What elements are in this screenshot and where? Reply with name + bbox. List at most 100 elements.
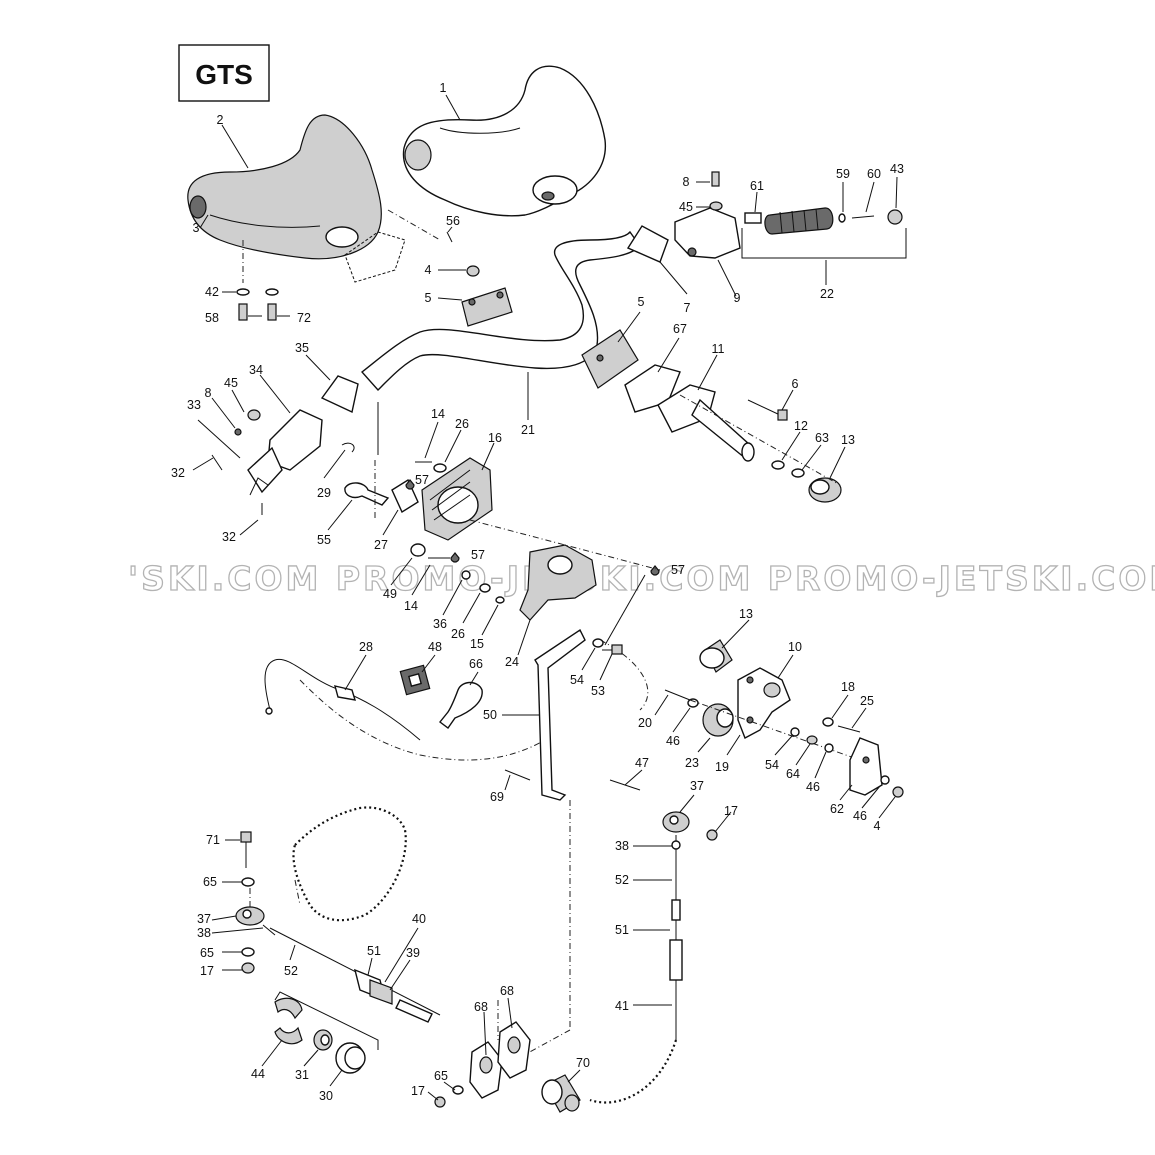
part-26-washer-upper (433, 463, 447, 473)
callout-57: 57 (671, 563, 685, 577)
part-34-throttle-lever-housing (247, 409, 323, 496)
callout-4: 4 (874, 819, 881, 833)
callout-37: 37 (197, 912, 211, 926)
callout-13: 13 (739, 607, 753, 621)
part-41-cable (669, 835, 683, 1040)
part-2-foam-pad (187, 114, 382, 260)
callout-64: 64 (786, 767, 800, 781)
callout-71: 71 (206, 833, 220, 847)
part-61-sleeve (744, 212, 762, 224)
part-25-bolt (837, 725, 861, 733)
callout-63: 63 (815, 431, 829, 445)
part-43-end-cap (887, 209, 903, 225)
callout-17: 17 (200, 964, 214, 978)
callout-27: 27 (374, 538, 388, 552)
callout-45: 45 (679, 200, 693, 214)
callout-72: 72 (297, 311, 311, 325)
part-28-cable (264, 658, 421, 741)
part-42-washers (236, 288, 279, 296)
callout-42: 42 (205, 285, 219, 299)
part-17-nut-left (241, 962, 255, 974)
watermark: 'SKI.COM PROMO-JETSKI.COM PROMO-JETSKI.C… (128, 559, 1155, 598)
part-11-riser (657, 384, 755, 462)
callout-59: 59 (836, 167, 850, 181)
part-57-grease (405, 479, 415, 490)
callout-65: 65 (203, 875, 217, 889)
model-label-box: GTS (178, 44, 270, 102)
callout-30: 30 (319, 1089, 333, 1103)
callout-53: 53 (591, 684, 605, 698)
part-69-bolt (504, 769, 531, 781)
callout-36: 36 (433, 617, 447, 631)
callout-67: 67 (673, 322, 687, 336)
callout-1: 1 (440, 81, 447, 95)
part-35-cover (320, 375, 359, 414)
part-5-clamp-left (461, 287, 513, 327)
callout-66: 66 (469, 657, 483, 671)
part-23-bushing (702, 703, 734, 737)
part-37-ball-joint-left (235, 906, 265, 926)
callout-8: 8 (205, 386, 212, 400)
part-62-plate (849, 737, 883, 796)
part-37-ball-joint-right (662, 811, 690, 833)
callout-57: 57 (471, 548, 485, 562)
callout-47: 47 (635, 756, 649, 770)
part-29-clip (341, 442, 355, 453)
part-16-steering-support (421, 457, 493, 541)
part-8-screw (711, 171, 720, 187)
part-50-bracket (534, 628, 586, 801)
callout-14: 14 (431, 407, 445, 421)
callout-5: 5 (638, 295, 645, 309)
callout-12: 12 (794, 419, 808, 433)
part-13-bushing-upper (808, 477, 842, 503)
callout-51: 51 (367, 944, 381, 958)
part-53-bolt (602, 644, 623, 655)
part-31-ring (313, 1029, 333, 1051)
callout-58: 58 (205, 311, 219, 325)
callout-16: 16 (488, 431, 502, 445)
callout-31: 31 (295, 1068, 309, 1082)
callout-26: 26 (451, 627, 465, 641)
callout-37: 37 (690, 779, 704, 793)
callout-32: 32 (171, 466, 185, 480)
callout-10: 10 (788, 640, 802, 654)
callout-9: 9 (734, 291, 741, 305)
callout-28: 28 (359, 640, 373, 654)
part-17-nut-right (706, 829, 718, 841)
callout-45: 45 (224, 376, 238, 390)
part-54-washer (592, 638, 604, 648)
part-48-retainer (399, 664, 431, 696)
part-15-washer (495, 596, 505, 604)
part-45-nut (709, 201, 723, 211)
callout-34: 34 (249, 363, 263, 377)
part-45-nut-left (247, 409, 261, 421)
callout-13: 13 (841, 433, 855, 447)
callout-38: 38 (615, 839, 629, 853)
callout-23: 23 (685, 756, 699, 770)
part-30-bushing (335, 1042, 366, 1074)
callout-60: 60 (867, 167, 881, 181)
part-44-retainer (274, 997, 303, 1045)
callout-56: 56 (446, 214, 460, 228)
callout-52: 52 (284, 964, 298, 978)
part-7-cover (626, 225, 669, 263)
callout-38: 38 (197, 926, 211, 940)
callout-32: 32 (222, 530, 236, 544)
part-68-clamp-left (469, 1041, 503, 1099)
callout-11: 11 (712, 342, 725, 356)
part-13-bushing-lower (699, 639, 733, 673)
leader-lines (192, 94, 898, 1101)
callout-33: 33 (187, 398, 201, 412)
part-22-grip (764, 207, 834, 235)
part-59-washer (838, 213, 846, 223)
part-19-bracket (737, 667, 791, 739)
part-4-nut-lower (892, 786, 904, 798)
part-64-nut (806, 735, 818, 745)
callout-51: 51 (615, 923, 629, 937)
callout-68: 68 (474, 1000, 488, 1014)
part-24-steering-arm (519, 544, 597, 621)
callout-61: 61 (750, 179, 764, 193)
callout-29: 29 (317, 486, 331, 500)
